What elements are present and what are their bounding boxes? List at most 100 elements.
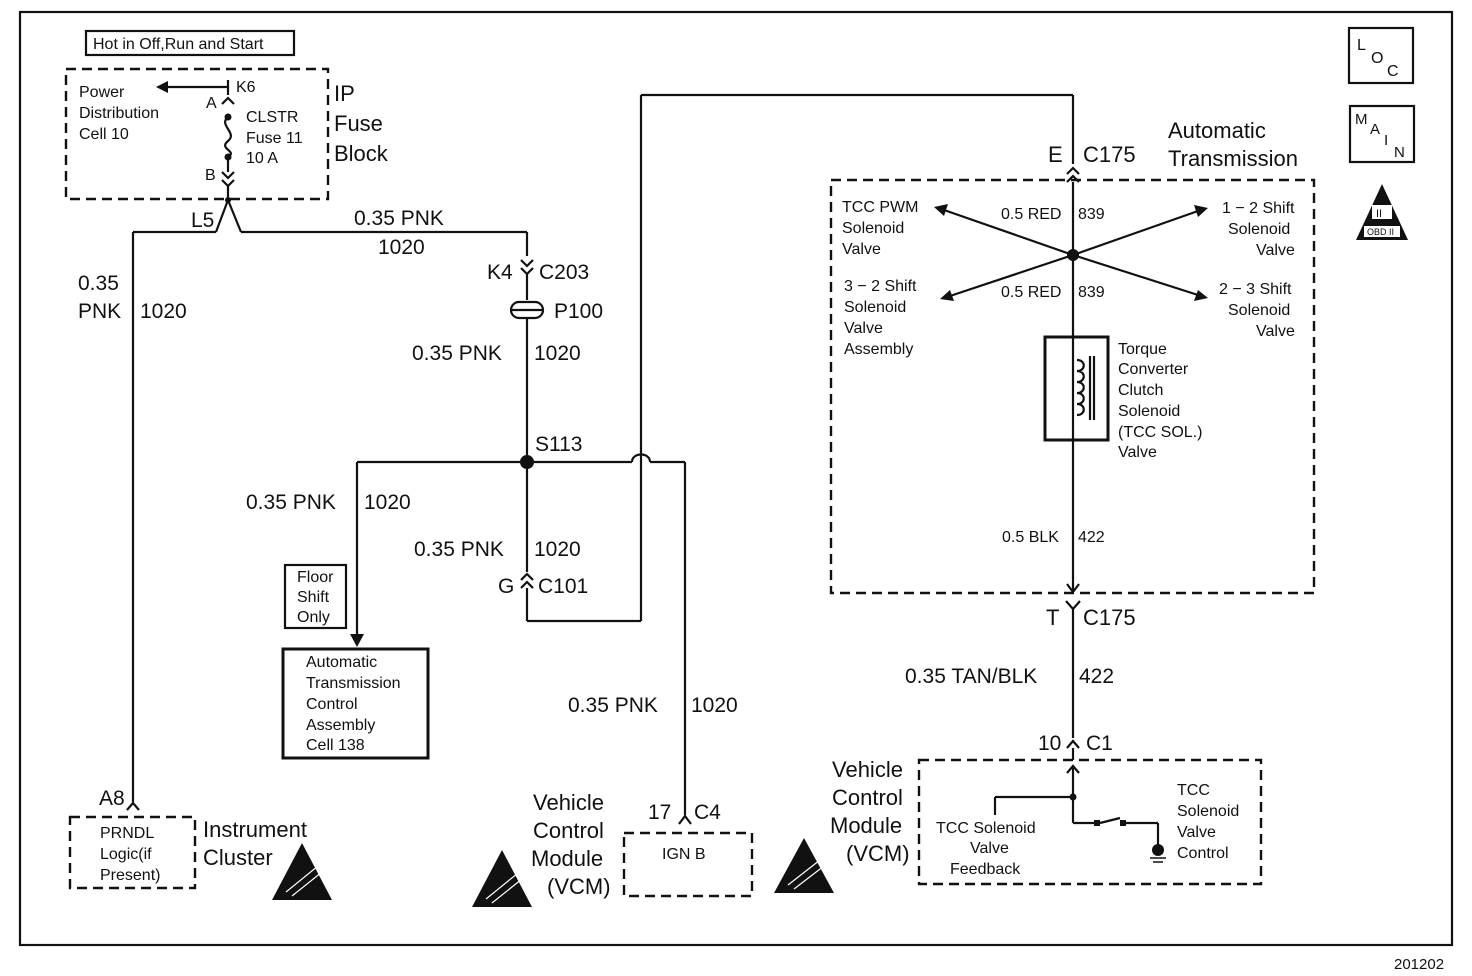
- splice-s113[interactable]: [350, 453, 687, 816]
- floor-shift-note: Floor Shift Only: [283, 563, 348, 630]
- svg-text:PRNDL: PRNDL: [100, 825, 154, 842]
- connector-c203[interactable]: [520, 259, 534, 300]
- power-distribution-label: Power Distribution Cell 10: [79, 84, 159, 143]
- svg-text:Feedback: Feedback: [950, 861, 1021, 878]
- svg-text:Present): Present): [100, 867, 160, 884]
- transmission-control-assembly[interactable]: Automatic Transmission Control Assembly …: [281, 647, 430, 760]
- svg-text:OBD II: OBD II: [1367, 227, 1394, 237]
- svg-text:TCC PWM: TCC PWM: [842, 199, 918, 216]
- loc-icon[interactable]: L O C: [1347, 26, 1415, 85]
- svg-text:Control: Control: [832, 785, 903, 810]
- vcm-right-title: Vehicle Control Module (VCM): [830, 757, 910, 866]
- solenoid-harness[interactable]: [934, 182, 1208, 337]
- svg-text:839: 839: [1078, 206, 1105, 223]
- wire-1020-main[interactable]: [131, 186, 529, 802]
- svg-text:422: 422: [1078, 529, 1105, 546]
- svg-text:C: C: [1387, 63, 1399, 80]
- svg-text:Floor: Floor: [297, 569, 334, 586]
- svg-text:II: II: [1376, 208, 1382, 220]
- svg-text:1020: 1020: [691, 694, 738, 717]
- shift-3-2-solenoid-label: 3 − 2 Shift Solenoid Valve Assembly: [844, 278, 917, 358]
- tcc-driver-circuit: [993, 764, 1166, 863]
- c4-label: C4: [694, 801, 721, 824]
- svg-text:Valve: Valve: [842, 241, 881, 258]
- pass-through-p100[interactable]: [509, 300, 545, 462]
- connector-a8[interactable]: [126, 801, 140, 811]
- fuse-11[interactable]: [156, 80, 235, 188]
- svg-text:(VCM): (VCM): [846, 841, 910, 866]
- connector-c175-top[interactable]: [1066, 166, 1080, 175]
- svg-text:2 − 3 Shift: 2 − 3 Shift: [1219, 281, 1292, 298]
- svg-text:N: N: [1394, 144, 1405, 161]
- svg-text:0.5 RED: 0.5 RED: [1001, 206, 1061, 223]
- svg-text:Torque: Torque: [1118, 341, 1167, 358]
- s113-label: S113: [535, 433, 583, 456]
- svg-text:Only: Only: [297, 609, 330, 626]
- l5-label: L5: [191, 209, 214, 232]
- svg-text:Control: Control: [1177, 845, 1229, 862]
- svg-text:Solenoid: Solenoid: [1228, 302, 1290, 319]
- svg-text:0.35 PNK: 0.35 PNK: [412, 342, 502, 365]
- svg-text:TCC: TCC: [1177, 782, 1210, 799]
- tcc-control-label: TCC Solenoid Valve Control: [1177, 782, 1239, 862]
- svg-text:M: M: [1355, 111, 1368, 128]
- svg-text:Valve: Valve: [844, 320, 883, 337]
- svg-text:0.5 RED: 0.5 RED: [1001, 284, 1061, 301]
- connector-c101[interactable]: [520, 93, 1075, 623]
- svg-text:Transmission: Transmission: [1168, 146, 1298, 171]
- e-label: E: [1048, 142, 1063, 167]
- a8-label: A8: [99, 787, 125, 810]
- svg-text:PNK: PNK: [78, 300, 121, 323]
- svg-text:Module: Module: [531, 846, 603, 871]
- svg-text:422: 422: [1079, 665, 1114, 688]
- svg-text:L: L: [1357, 37, 1366, 54]
- tcc-solenoid-label: Torque Converter Clutch Solenoid (TCC SO…: [1118, 341, 1202, 461]
- svg-text:1020: 1020: [364, 491, 411, 514]
- svg-text:Cell 138: Cell 138: [306, 737, 365, 754]
- svg-text:Valve: Valve: [970, 840, 1009, 857]
- prndl-logic-box[interactable]: [68, 815, 197, 890]
- wire-label-blk: 0.5 BLK 422: [1002, 529, 1105, 546]
- svg-text:Automatic: Automatic: [1168, 118, 1266, 143]
- wire-label-mid: 0.35 PNK 1020: [412, 342, 581, 365]
- diagram-frame: [18, 10, 1454, 947]
- automatic-transmission-title: Automatic Transmission: [1168, 118, 1298, 171]
- main-icon[interactable]: M A I N: [1348, 104, 1416, 164]
- svg-text:Control: Control: [533, 818, 604, 843]
- svg-text:Converter: Converter: [1118, 361, 1189, 378]
- svg-text:1020: 1020: [378, 236, 425, 259]
- wire-label-lower: 0.35 PNK 1020: [414, 538, 581, 561]
- tcc-pwm-solenoid-label: TCC PWM Solenoid Valve: [842, 199, 918, 258]
- wire-label-vcm: 0.35 PNK 1020: [568, 694, 738, 717]
- c101-label: C101: [538, 575, 588, 598]
- svg-text:Valve: Valve: [1118, 444, 1157, 461]
- svg-text:1 − 2 Shift: 1 − 2 Shift: [1222, 200, 1295, 217]
- c1-label: C1: [1086, 732, 1113, 755]
- vcm-tcc-box[interactable]: [917, 758, 1263, 886]
- svg-text:I: I: [1384, 132, 1388, 149]
- svg-text:Assembly: Assembly: [306, 717, 375, 734]
- svg-text:Clutch: Clutch: [1118, 382, 1163, 399]
- instrument-cluster-title: Instrument Cluster: [203, 817, 307, 870]
- ign-b-label: IGN B: [662, 846, 706, 863]
- svg-text:IP: IP: [334, 81, 355, 106]
- connector-c175-bottom[interactable]: [1065, 600, 1081, 760]
- svg-text:Fuse 11: Fuse 11: [246, 130, 303, 147]
- svg-text:TCC Solenoid: TCC Solenoid: [936, 820, 1036, 837]
- tcc-solenoid[interactable]: [1043, 335, 1110, 594]
- wire-label-left: 0.35 PNK 1020: [78, 272, 187, 323]
- vcm-ign-b-box[interactable]: [622, 831, 754, 898]
- svg-text:1020: 1020: [534, 342, 581, 365]
- connector-c4[interactable]: [678, 814, 692, 825]
- wire-label-top: 0.35 PNK 1020: [354, 207, 444, 259]
- svg-text:839: 839: [1078, 284, 1105, 301]
- power-label: Hot in Off,Run and Start: [84, 29, 296, 57]
- svg-text:0.35 PNK: 0.35 PNK: [354, 207, 444, 230]
- svg-text:0.35 PNK: 0.35 PNK: [568, 694, 658, 717]
- svg-text:0.35 TAN/BLK: 0.35 TAN/BLK: [905, 665, 1037, 688]
- c175-top-label: C175: [1083, 142, 1136, 167]
- pin-17-label: 17: [648, 801, 671, 824]
- g-label: G: [498, 575, 514, 598]
- obd-ii-icon[interactable]: II OBD II: [1356, 184, 1408, 240]
- svg-text:Fuse: Fuse: [334, 111, 383, 136]
